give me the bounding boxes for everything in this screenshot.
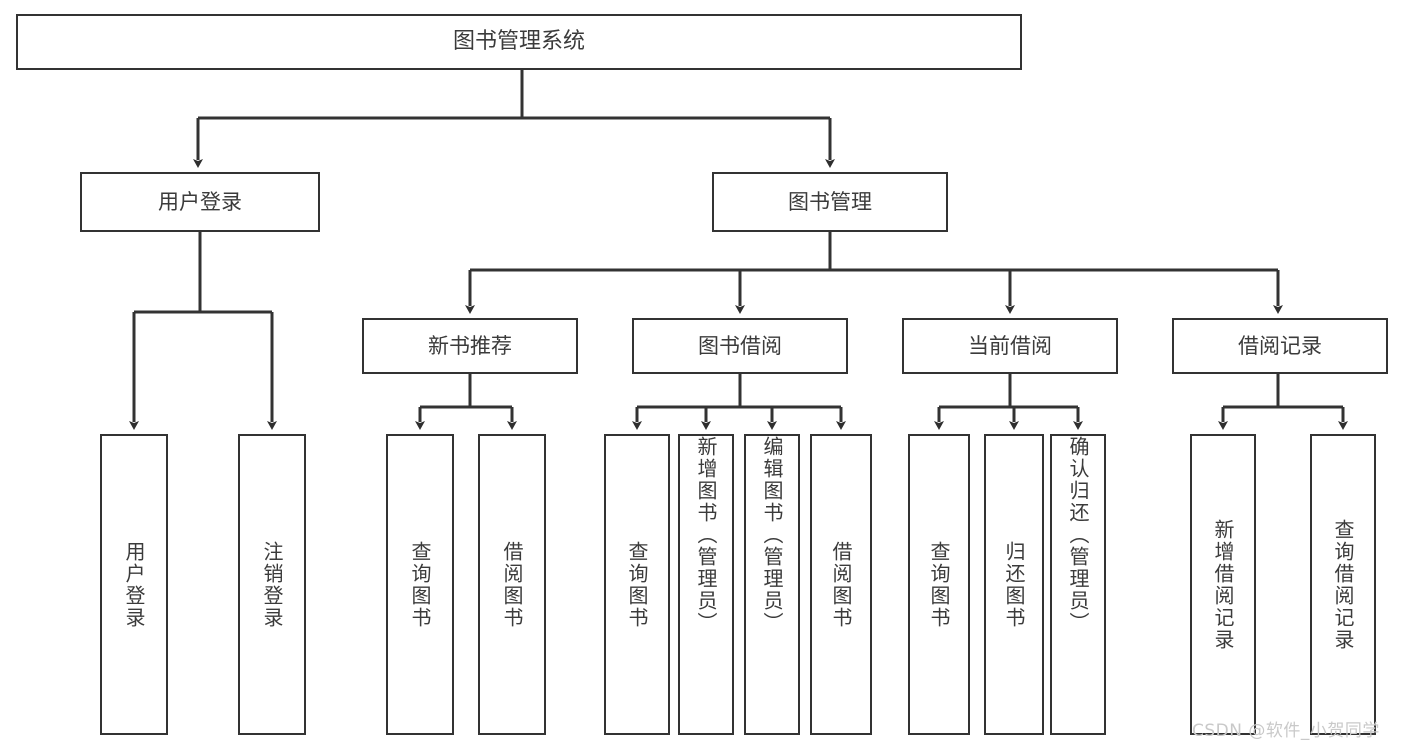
leaf-confirm-return[interactable]: 确认归还（管理员） bbox=[1050, 434, 1106, 735]
leaf-return-book[interactable]: 归还图书 bbox=[984, 434, 1044, 735]
node-book-manage[interactable]: 图书管理 bbox=[712, 172, 948, 232]
leaf-logout-label: 注销登录 bbox=[260, 540, 284, 629]
leaf-query-book-2[interactable]: 查询图书 bbox=[604, 434, 670, 735]
node-borrow-record-label: 借阅记录 bbox=[1238, 333, 1322, 358]
node-root[interactable]: 图书管理系统 bbox=[16, 14, 1022, 70]
leaf-borrow-book-1[interactable]: 借阅图书 bbox=[478, 434, 546, 735]
leaf-add-book[interactable]: 新增图书（管理员） bbox=[678, 434, 734, 735]
node-current-borrow[interactable]: 当前借阅 bbox=[902, 318, 1118, 374]
leaf-add-record[interactable]: 新增借阅记录 bbox=[1190, 434, 1256, 735]
node-root-label: 图书管理系统 bbox=[452, 29, 585, 55]
leaf-query-book-3-label: 查询图书 bbox=[927, 540, 951, 629]
csdn-watermark: CSDN @软件_小贺同学 bbox=[1192, 721, 1380, 741]
node-book-manage-label: 图书管理 bbox=[788, 189, 872, 214]
node-new-book-rec-label: 新书推荐 bbox=[428, 333, 512, 358]
leaf-add-book-label: 新增图书（管理员） bbox=[694, 436, 718, 634]
leaf-borrow-book-1-label: 借阅图书 bbox=[500, 540, 524, 629]
leaf-return-book-label: 归还图书 bbox=[1002, 540, 1026, 629]
leaf-query-book-1[interactable]: 查询图书 bbox=[386, 434, 454, 735]
leaf-borrow-book-2[interactable]: 借阅图书 bbox=[810, 434, 872, 735]
leaf-query-book-3[interactable]: 查询图书 bbox=[908, 434, 970, 735]
leaf-confirm-return-label: 确认归还（管理员） bbox=[1066, 436, 1090, 634]
node-user-login-label: 用户登录 bbox=[158, 189, 242, 214]
node-user-login[interactable]: 用户登录 bbox=[80, 172, 320, 232]
node-book-borrow-label: 图书借阅 bbox=[698, 333, 782, 358]
leaf-query-record-label: 查询借阅记录 bbox=[1331, 518, 1355, 651]
node-book-borrow[interactable]: 图书借阅 bbox=[632, 318, 848, 374]
leaf-edit-book[interactable]: 编辑图书（管理员） bbox=[744, 434, 800, 735]
leaf-add-record-label: 新增借阅记录 bbox=[1211, 518, 1235, 651]
leaf-user-login[interactable]: 用户登录 bbox=[100, 434, 168, 735]
node-new-book-rec[interactable]: 新书推荐 bbox=[362, 318, 578, 374]
node-borrow-record[interactable]: 借阅记录 bbox=[1172, 318, 1388, 374]
leaf-edit-book-label: 编辑图书（管理员） bbox=[760, 436, 784, 634]
leaf-query-record[interactable]: 查询借阅记录 bbox=[1310, 434, 1376, 735]
node-current-borrow-label: 当前借阅 bbox=[968, 333, 1052, 358]
leaf-query-book-2-label: 查询图书 bbox=[625, 540, 649, 629]
leaf-logout[interactable]: 注销登录 bbox=[238, 434, 306, 735]
leaf-borrow-book-2-label: 借阅图书 bbox=[829, 540, 853, 629]
leaf-query-book-1-label: 查询图书 bbox=[408, 540, 432, 629]
leaf-user-login-label: 用户登录 bbox=[122, 540, 146, 629]
